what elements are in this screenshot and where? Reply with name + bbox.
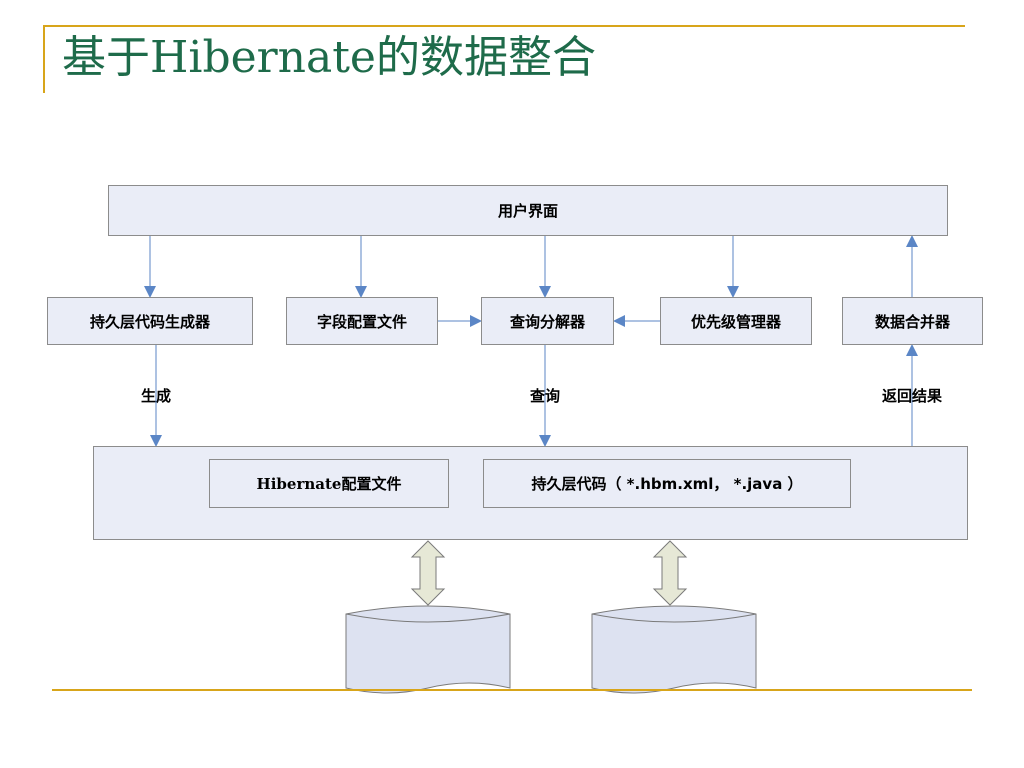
- database-cylinder-1: [345, 605, 511, 694]
- node-field-config-file-label: 字段配置文件: [316, 312, 407, 331]
- node-hibernate-config-file-label: Hibernate配置文件: [256, 475, 402, 493]
- bottom-rule: [52, 689, 972, 691]
- title-rule-left: [43, 25, 45, 93]
- database-cylinder-2: [591, 605, 757, 694]
- node-data-merger-label: 数据合并器: [874, 312, 950, 331]
- db-link-arrow-1: [410, 540, 446, 606]
- node-user-interface: 用户界面: [108, 185, 948, 236]
- node-priority-manager: 优先级管理器: [660, 297, 812, 345]
- node-persistence-code-label: 持久层代码（ *.hbm.xml， *.java ）: [531, 475, 803, 493]
- edge-label-return-result: 返回结果: [881, 387, 943, 405]
- node-persistence-code: 持久层代码（ *.hbm.xml， *.java ）: [483, 459, 851, 508]
- db-link-arrow-2: [652, 540, 688, 606]
- node-query-parser: 查询分解器: [481, 297, 614, 345]
- slide-title: 基于Hibernate的数据整合: [62, 32, 596, 83]
- edge-label-generate: 生成: [140, 387, 172, 405]
- title-rule-top: [43, 25, 965, 27]
- node-hibernate-config-file: Hibernate配置文件: [209, 459, 449, 508]
- node-persistence-code-generator: 持久层代码生成器: [47, 297, 253, 345]
- node-field-config-file: 字段配置文件: [286, 297, 438, 345]
- node-query-parser-label: 查询分解器: [509, 312, 585, 331]
- node-user-interface-label: 用户界面: [497, 202, 558, 220]
- node-priority-manager-label: 优先级管理器: [690, 312, 781, 331]
- node-persistence-code-generator-label: 持久层代码生成器: [89, 312, 210, 331]
- edge-label-query: 查询: [529, 387, 561, 405]
- node-data-merger: 数据合并器: [842, 297, 983, 345]
